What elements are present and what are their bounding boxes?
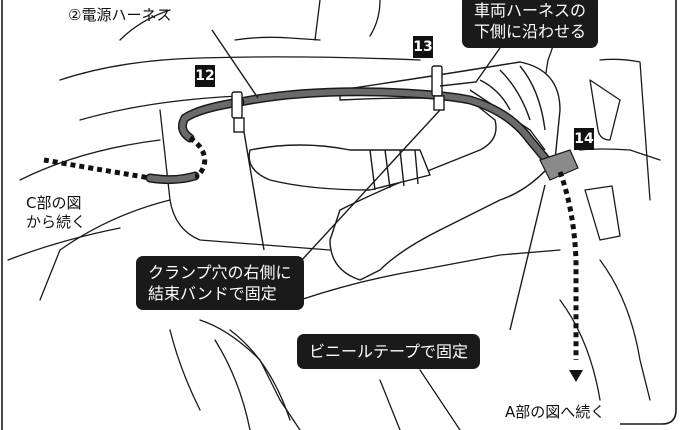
marker-12: 12 (195, 65, 215, 87)
power-harness-label: ②電源ハーネス (68, 6, 172, 24)
leader-lines (211, 29, 546, 331)
clamp-note-line-1: クランプ穴の右側に (148, 263, 292, 282)
vinyl-tape-wrap (539, 149, 579, 181)
along-vehicle-harness-line-2: 下側に沿わせる (474, 22, 587, 41)
along-vehicle-harness-line-1: 車両ハーネスの (474, 1, 587, 20)
marker-13: 13 (413, 36, 433, 58)
power-harness (145, 87, 560, 185)
dotted-route-to-a (557, 171, 579, 360)
down-arrow-icon (569, 370, 583, 382)
from-c-line-1: C部の図 (26, 194, 82, 212)
clamp-note-callout: クランプ穴の右側に 結束バンドで固定 (136, 256, 304, 310)
vinyl-tape-callout: ビニールテープで固定 (297, 334, 481, 369)
cable-ties (231, 65, 445, 133)
along-vehicle-harness-callout: 車両ハーネスの 下側に沿わせる (462, 0, 599, 48)
from-c-line-2: から続く (26, 213, 87, 231)
to-a-label: A部の図へ続く (505, 403, 606, 421)
marker-14: 14 (574, 128, 594, 150)
clamp-note-line-2: 結束バンドで固定 (148, 284, 277, 303)
from-c-label: C部の図 から続く (26, 194, 86, 232)
dotted-route-from-c (43, 135, 208, 181)
